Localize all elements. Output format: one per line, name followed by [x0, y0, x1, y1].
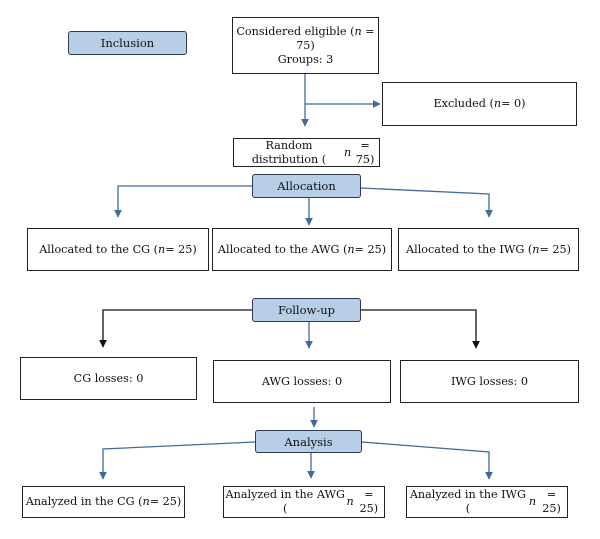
- connector-allocation-left: [114, 185, 252, 218]
- stage-analysis: Analysis: [255, 430, 362, 453]
- analyzed-iwg-box: Analyzed in the IWG (n = 25): [406, 486, 568, 518]
- excluded-box: Excluded (n = 0): [382, 82, 577, 126]
- eligible-box: Considered eligible (n = 75) Groups: 3: [232, 17, 379, 74]
- connector-allocation-right: [360, 187, 493, 218]
- eligible-line2: Groups: 3: [277, 52, 334, 66]
- random-distribution-box: Random distribution (n = 75): [233, 138, 380, 167]
- losses-awg-box: AWG losses: 0: [213, 360, 391, 403]
- connector-analysis-right: [361, 441, 493, 480]
- connector-followup-left: [99, 309, 252, 348]
- eligible-line1: Considered eligible (n = 75): [236, 24, 375, 52]
- losses-cg-box: CG losses: 0: [20, 357, 197, 400]
- stage-inclusion-label: Inclusion: [100, 36, 155, 50]
- connector-followup-right: [361, 309, 480, 349]
- stage-follow-up: Follow-up: [252, 298, 361, 322]
- analyzed-awg-box: Analyzed in the AWG (n = 25): [223, 486, 385, 518]
- analyzed-cg-box: Analyzed in the CG (n = 25): [22, 486, 185, 518]
- stage-allocation-label: Allocation: [277, 179, 336, 193]
- connector-analysis-left: [99, 441, 256, 480]
- stage-follow-up-label: Follow-up: [277, 303, 336, 317]
- allocated-cg-box: Allocated to the CG (n = 25): [27, 228, 209, 271]
- allocated-awg-box: Allocated to the AWG (n = 25): [212, 228, 392, 271]
- stage-allocation: Allocation: [252, 174, 361, 198]
- losses-iwg-box: IWG losses: 0: [400, 360, 579, 403]
- allocated-iwg-box: Allocated to the IWG (n = 25): [398, 228, 579, 271]
- stage-analysis-label: Analysis: [284, 434, 333, 449]
- stage-inclusion: Inclusion: [68, 31, 187, 55]
